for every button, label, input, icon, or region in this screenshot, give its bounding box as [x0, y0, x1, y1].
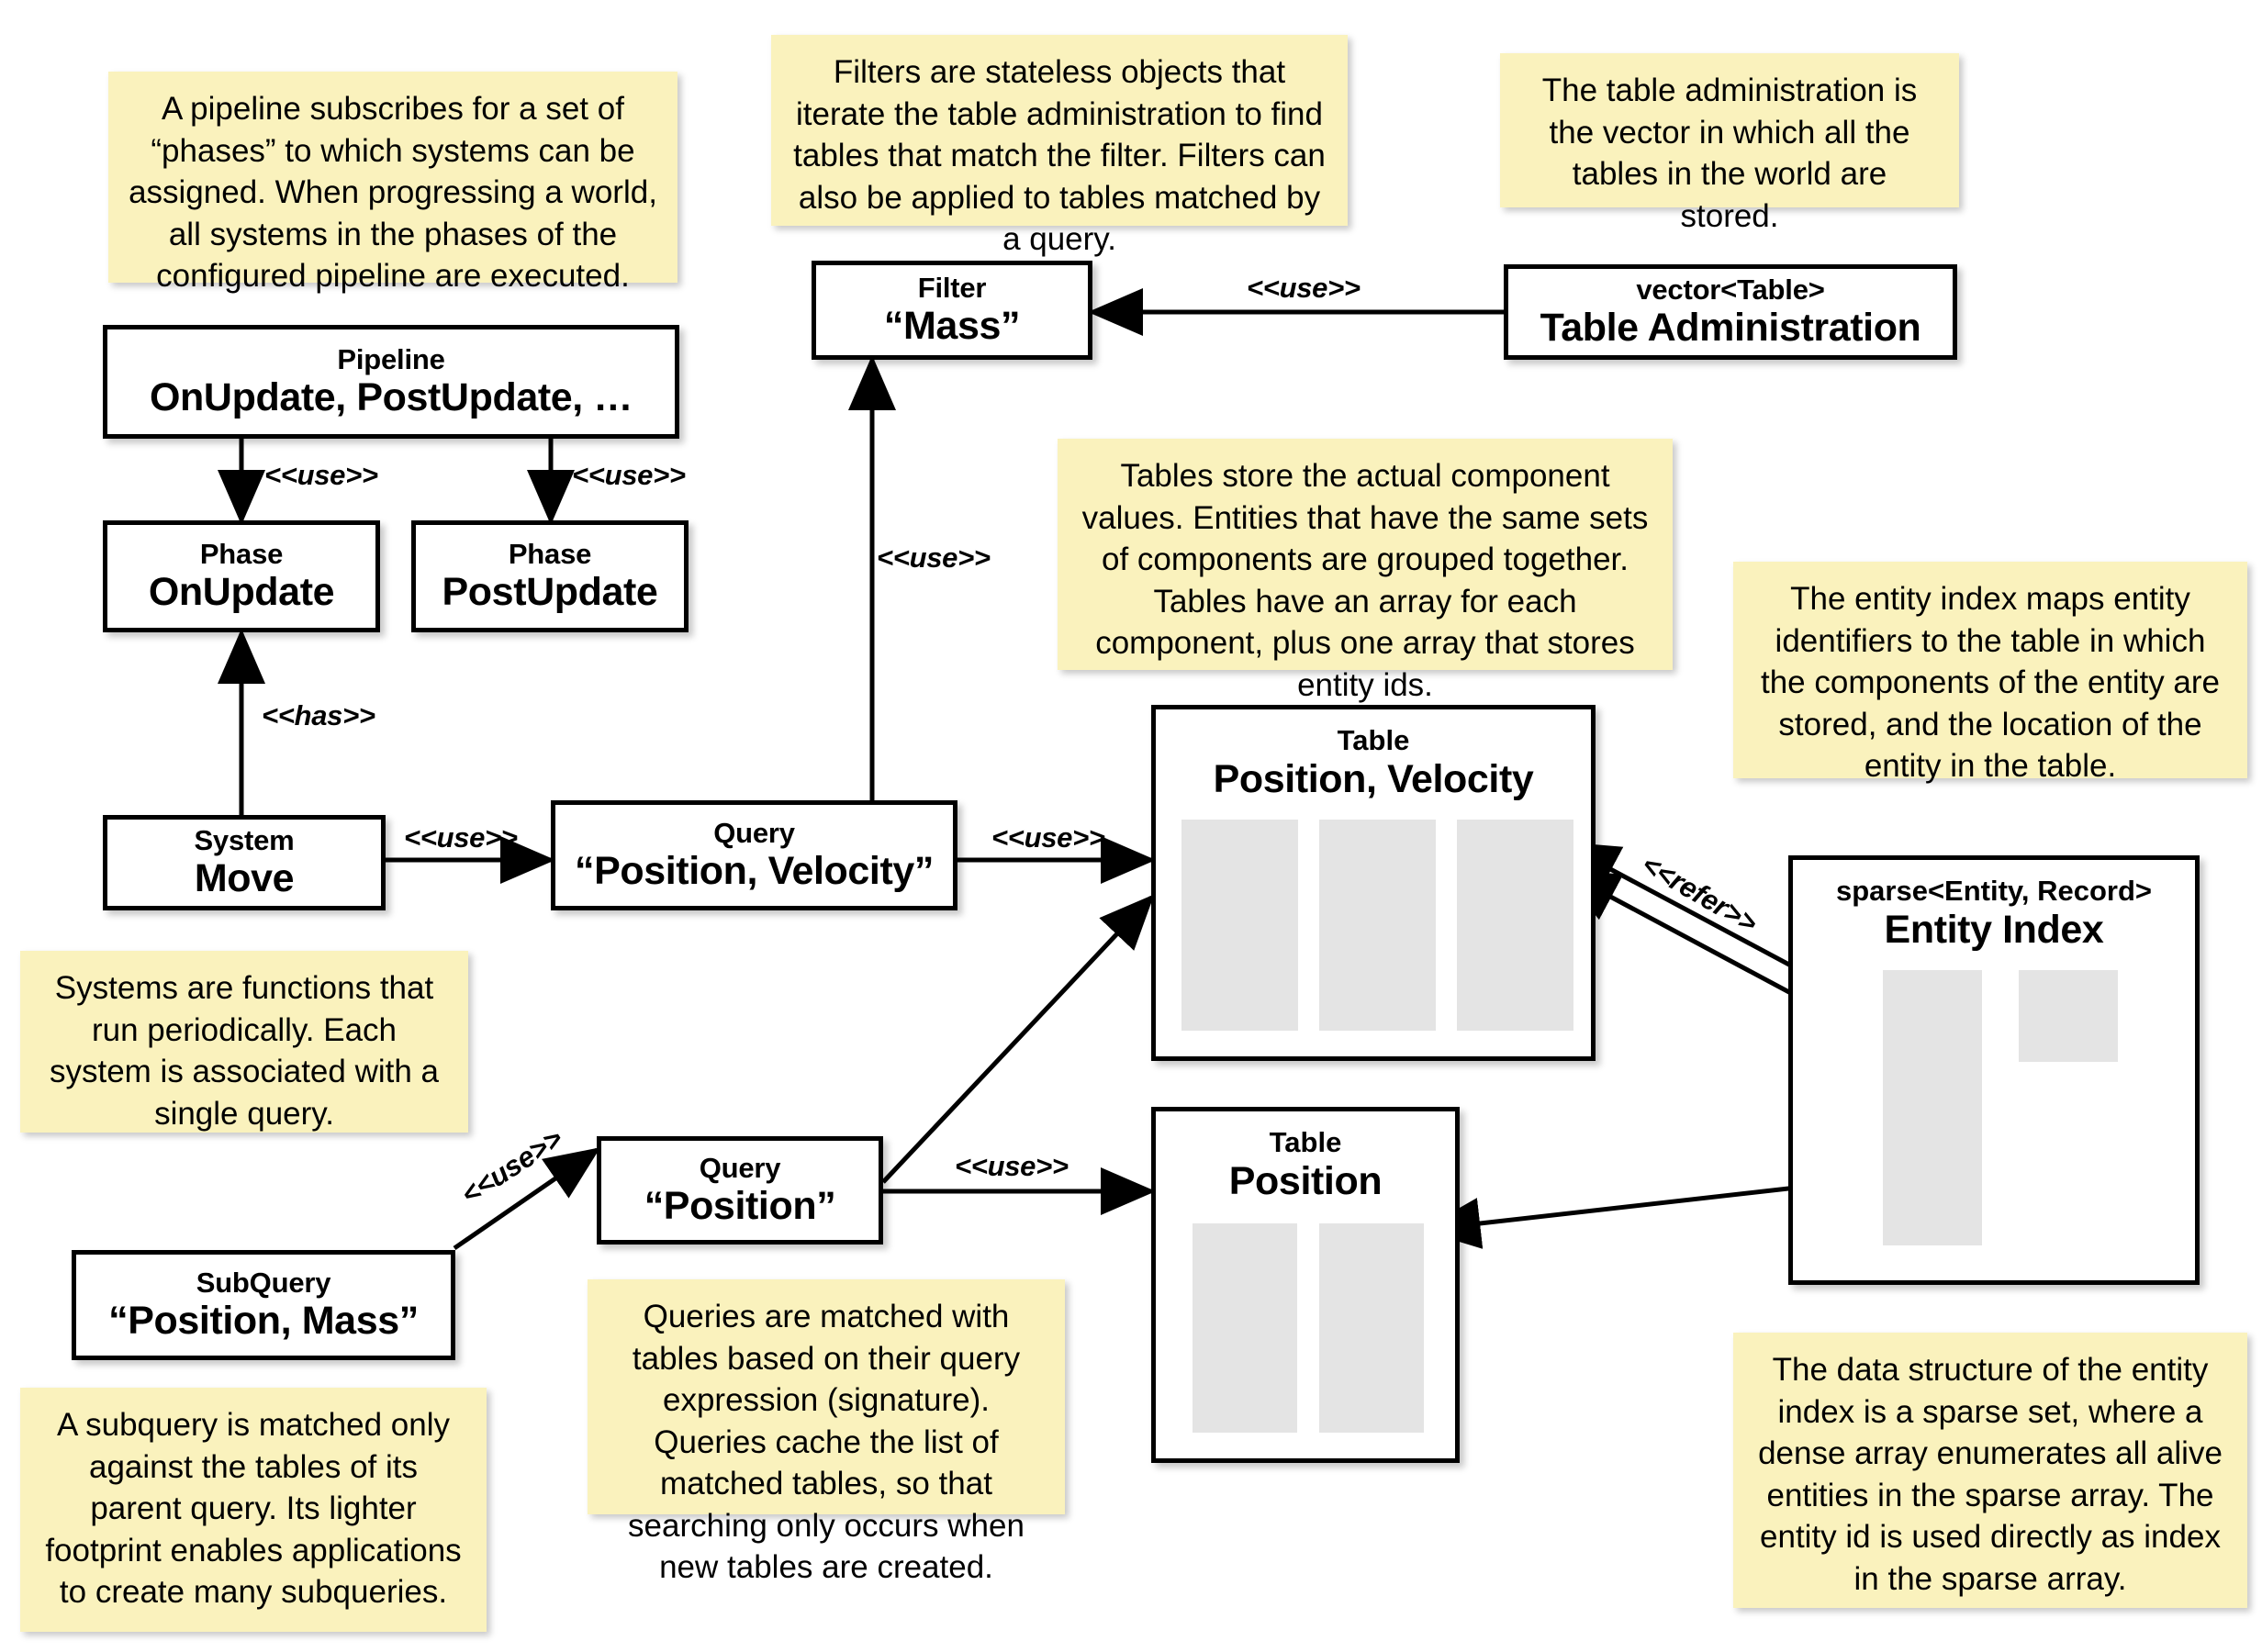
class-box-subquery[interactable]: SubQuery “Position, Mass”: [72, 1250, 455, 1360]
note-sparse-set: The data structure of the entity index i…: [1733, 1333, 2247, 1608]
edge-label-pipeline-to-postupdate: <<use>>: [572, 459, 686, 491]
class-box-filter-mass[interactable]: Filter “Mass”: [812, 261, 1092, 360]
class-box-phase-onupdate[interactable]: Phase OnUpdate: [103, 520, 380, 632]
system-move-stereotype: System: [194, 823, 295, 856]
table-posvel-header: Table Position, Velocity: [1156, 709, 1591, 802]
class-box-query-position-velocity[interactable]: Query “Position, Velocity”: [551, 800, 957, 910]
note-entity-index: The entity index maps entity identifiers…: [1733, 562, 2247, 784]
entity-index-box[interactable]: sparse<Entity, Record> Entity Index: [1788, 855, 2200, 1285]
phase-onupdate-stereotype: Phase: [199, 537, 284, 570]
query-position-stereotype: Query: [699, 1151, 781, 1184]
phase-onupdate-name: OnUpdate: [148, 570, 335, 615]
note-table-administration: The table administration is the vector i…: [1500, 53, 1959, 234]
entity-index-stereotype: sparse<Entity, Record>: [1835, 875, 2152, 907]
edge-label-pipeline-to-onupdate: <<use>>: [264, 459, 378, 491]
subquery-name: “Position, Mass”: [108, 1299, 419, 1344]
table-position-stereotype: Table: [1269, 1126, 1342, 1158]
table-box-position-velocity[interactable]: Table Position, Velocity: [1151, 705, 1596, 1061]
edge-label-subquery-uses-query: <<use>>: [455, 1122, 568, 1211]
table-posvel-stereotype: Table: [1337, 724, 1410, 756]
entity-id-array: [1319, 1223, 1424, 1433]
edge-label-query-uses-filter: <<use>>: [877, 541, 991, 574]
entity-index-name: Entity Index: [1884, 907, 2104, 952]
edge-label-system-uses-query: <<use>>: [404, 821, 518, 854]
note-systems: Systems are functions that run periodica…: [20, 951, 468, 1133]
note-tables: Tables store the actual component values…: [1058, 439, 1673, 703]
phase-postupdate-name: PostUpdate: [442, 570, 658, 615]
query-posvel-name: “Position, Velocity”: [574, 849, 935, 894]
edge-querypos-uses-posvel: [881, 894, 1155, 1184]
note-subquery: A subquery is matched only against the t…: [20, 1388, 487, 1632]
component-array: [1319, 820, 1436, 1031]
table-position-name: Position: [1228, 1158, 1383, 1203]
edge-label-system-has-phase: <<has>>: [262, 699, 375, 731]
edge-label-admin-uses-filter: <<use>>: [1247, 272, 1361, 304]
note-queries: Queries are matched with tables based on…: [588, 1279, 1065, 1585]
class-box-table-administration[interactable]: vector<Table> Table Administration: [1504, 264, 1957, 360]
query-position-name: “Position”: [644, 1184, 836, 1229]
edge-label-querypos-uses-table: <<use>>: [955, 1150, 1069, 1182]
sparse-array: [1883, 970, 1982, 1245]
subquery-stereotype: SubQuery: [196, 1266, 331, 1299]
table-box-position[interactable]: Table Position: [1151, 1107, 1460, 1463]
edge-index-refers-table-1: [1558, 840, 1815, 980]
table-position-header: Table Position: [1156, 1111, 1455, 1204]
class-box-system-move[interactable]: System Move: [103, 815, 386, 910]
dense-array: [2019, 970, 2118, 1062]
query-posvel-stereotype: Query: [713, 816, 795, 849]
table-position-columns: [1193, 1223, 1428, 1433]
entity-index-header: sparse<Entity, Record> Entity Index: [1793, 860, 2195, 953]
class-box-pipeline[interactable]: Pipeline OnUpdate, PostUpdate, …: [103, 325, 679, 439]
entity-id-array: [1457, 820, 1573, 1031]
filter-mass-name: “Mass”: [883, 304, 1021, 349]
phase-postupdate-stereotype: Phase: [508, 537, 592, 570]
class-box-phase-postupdate[interactable]: Phase PostUpdate: [411, 520, 689, 632]
edge-label-index-refers-table: <<refer>>: [1636, 848, 1764, 940]
note-filter: Filters are stateless objects that itera…: [771, 35, 1348, 257]
component-array: [1193, 1223, 1297, 1433]
table-admin-name: Table Administration: [1540, 306, 1921, 351]
pipeline-stereotype: Pipeline: [337, 342, 445, 375]
filter-mass-stereotype: Filter: [917, 271, 987, 304]
system-move-name: Move: [194, 856, 295, 901]
note-pipeline: A pipeline subscribes for a set of “phas…: [108, 72, 677, 294]
table-posvel-name: Position, Velocity: [1213, 756, 1534, 801]
table-admin-stereotype: vector<Table>: [1636, 273, 1825, 306]
pipeline-name: OnUpdate, PostUpdate, …: [150, 375, 633, 420]
edge-index-refers-tablepos: [1420, 1179, 1846, 1249]
table-posvel-columns: [1181, 820, 1574, 1031]
component-array: [1181, 820, 1298, 1031]
edge-label-query-uses-table: <<use>>: [991, 821, 1105, 854]
class-box-query-position[interactable]: Query “Position”: [597, 1136, 883, 1245]
